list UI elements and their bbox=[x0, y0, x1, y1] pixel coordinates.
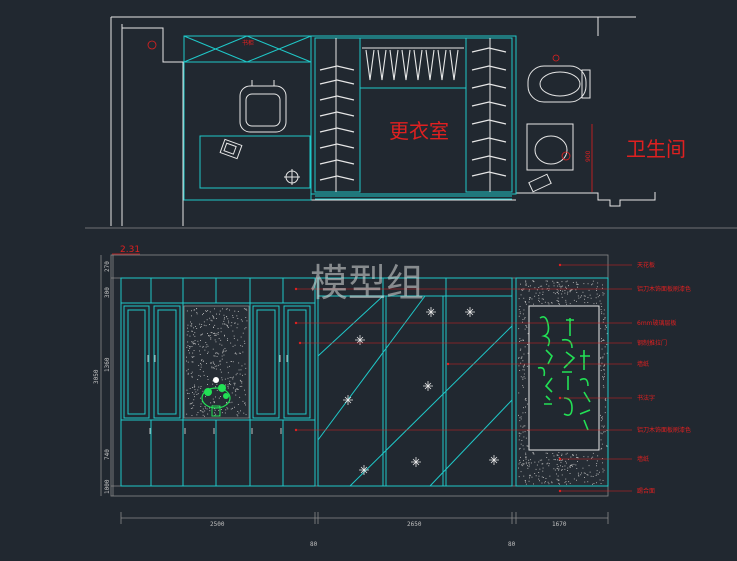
shelf-x4 bbox=[246, 35, 312, 63]
office-chair bbox=[239, 80, 287, 133]
niche-wallpaper bbox=[183, 305, 250, 419]
niche-speckles bbox=[186, 308, 248, 417]
dim-l3: 1360 bbox=[104, 357, 111, 372]
callout-6: 铝刀木饰面板刷漆色 bbox=[637, 426, 691, 434]
glass-door-3 bbox=[252, 305, 280, 419]
diag-1 bbox=[317, 295, 384, 357]
stone-panel-outline bbox=[515, 277, 609, 487]
room-label-bath: 卫生间 bbox=[626, 137, 686, 161]
dim-l4: 3050 bbox=[93, 369, 100, 384]
room-label-dressing: 更衣室 bbox=[389, 119, 449, 143]
diag-3 bbox=[349, 325, 513, 487]
bath-dim: 900 bbox=[585, 150, 592, 162]
callout-3: 钢制推拉门 bbox=[637, 339, 667, 347]
dim-l6: 1000 bbox=[104, 479, 111, 494]
cabinet-handles bbox=[147, 355, 288, 434]
callout-0: 天花板 bbox=[637, 261, 655, 269]
callout-7: 墙纸 bbox=[637, 455, 649, 463]
wardrobe-left bbox=[314, 37, 361, 193]
dim-b4: 80 bbox=[508, 541, 516, 548]
dim-b2: 80 bbox=[310, 541, 318, 548]
glass-inner-4 bbox=[287, 309, 307, 415]
callout-labels: 天花板铝刀木饰面板刷漆色6mm玻璃层板钢制推拉门墙纸书法字铝刀木饰面板刷漆色墙纸… bbox=[294, 261, 691, 495]
dim-l1: 270 bbox=[104, 261, 111, 272]
glass-inner-1 bbox=[127, 309, 146, 415]
dim-l2: 300 bbox=[104, 287, 111, 298]
dimensions: 2500 80 2650 80 1670 270 300 1360 3050 7… bbox=[93, 255, 609, 548]
wardrobe-right bbox=[465, 37, 513, 193]
calligraphy-frame bbox=[528, 305, 600, 451]
floor-plan: 书柜 更衣室 bbox=[110, 16, 686, 226]
bookshelf-label: 书柜 bbox=[242, 39, 254, 47]
level-mark: 2.31 bbox=[120, 245, 140, 255]
diag-4 bbox=[429, 399, 513, 487]
bath-fixture bbox=[528, 173, 552, 193]
washbasin bbox=[526, 123, 574, 171]
laptop bbox=[219, 138, 243, 160]
callout-2: 6mm玻璃层板 bbox=[637, 319, 677, 327]
glass-inner-2 bbox=[157, 309, 177, 415]
diag-2 bbox=[317, 295, 426, 441]
callout-4: 墙纸 bbox=[637, 360, 649, 368]
dressing-room bbox=[310, 35, 517, 195]
dim-b3: 2650 bbox=[407, 521, 422, 528]
dim-b5: 1670 bbox=[552, 521, 567, 528]
watermark: 模型组 bbox=[310, 261, 424, 305]
cabinet-left bbox=[120, 277, 316, 487]
callout-8: 踢合面 bbox=[637, 487, 655, 495]
calligraphy-art bbox=[537, 316, 591, 431]
shelf-x2 bbox=[183, 35, 248, 63]
wardrobe-top bbox=[359, 37, 467, 89]
column-marker bbox=[147, 40, 157, 50]
callout-1: 铝刀木饰面板刷漆色 bbox=[637, 285, 691, 293]
desk bbox=[199, 135, 311, 189]
callout-5: 书法字 bbox=[637, 394, 655, 402]
dim-l5: 740 bbox=[104, 449, 111, 460]
glass-door-2 bbox=[153, 305, 181, 419]
dim-b1: 2500 bbox=[210, 521, 225, 528]
flower-vase-icon bbox=[201, 377, 231, 417]
plan-wall-notch bbox=[122, 27, 184, 226]
elevation: 2.31 bbox=[93, 245, 691, 548]
desk-lamp bbox=[284, 169, 300, 185]
clothes-hangers bbox=[319, 38, 507, 192]
glass-door-4 bbox=[283, 305, 311, 419]
glass-door-1 bbox=[123, 305, 150, 419]
toilet bbox=[527, 54, 591, 103]
glass-inner-3 bbox=[256, 309, 276, 415]
glass-sparkles bbox=[343, 307, 499, 475]
